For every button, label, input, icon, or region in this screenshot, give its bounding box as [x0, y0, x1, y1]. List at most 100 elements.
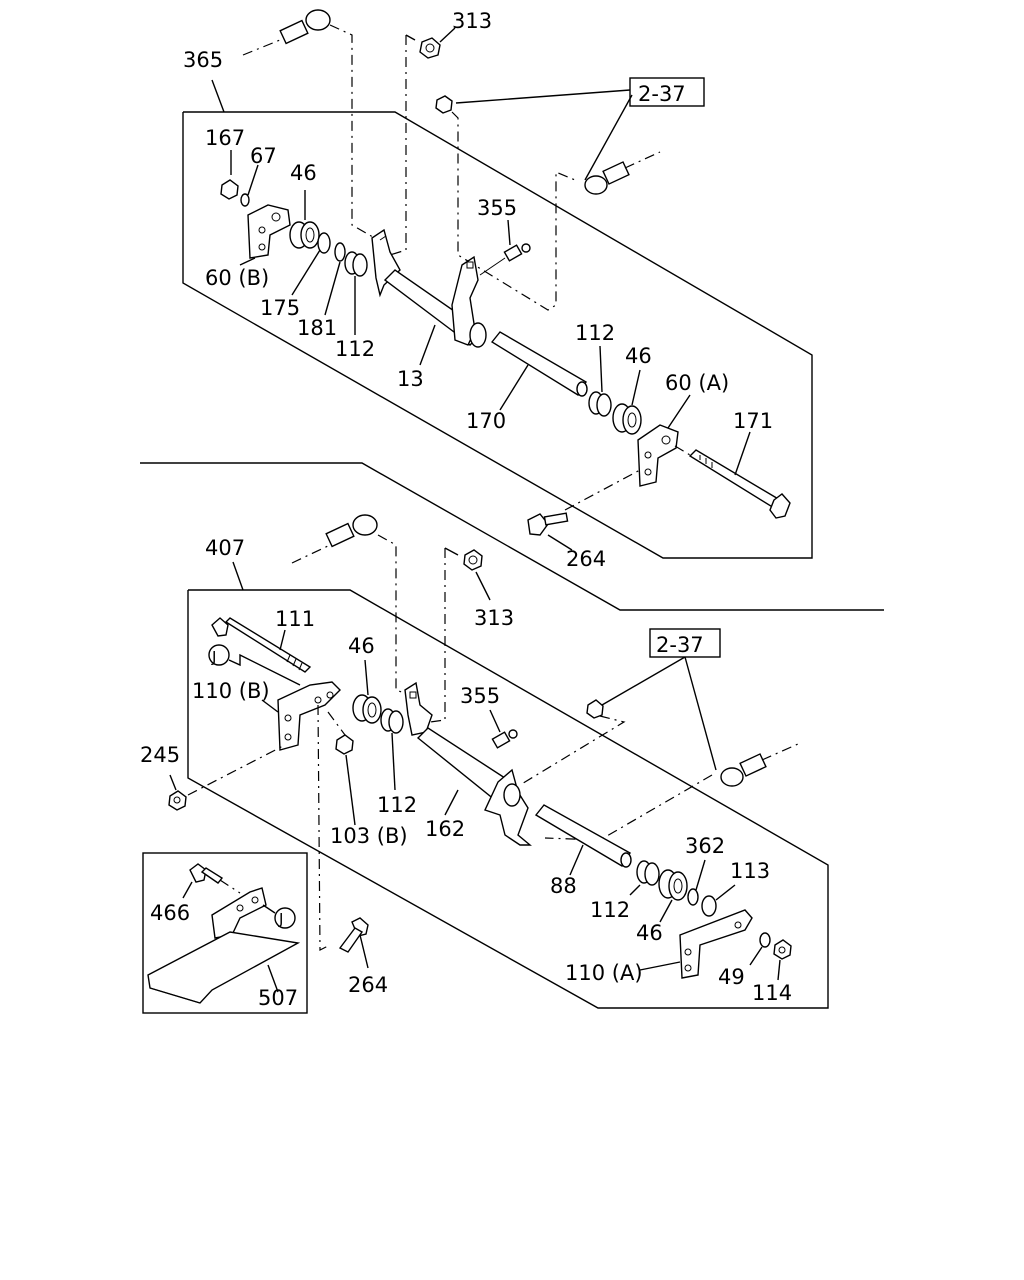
callout-46: 46: [636, 921, 663, 945]
bushing-icon[interactable]: [289, 221, 320, 249]
upper-rod-dash: [451, 111, 576, 311]
bolt-icon[interactable]: [688, 449, 791, 519]
bracket-icon[interactable]: [247, 204, 291, 259]
callout-111: 111: [275, 607, 315, 631]
section-divider: [140, 462, 884, 611]
callout-110a: 110 (A): [565, 961, 643, 985]
callout-110b: 110 (B): [192, 679, 270, 703]
pipe-icon[interactable]: [534, 804, 632, 868]
callout-355: 355: [460, 684, 500, 708]
nut-icon[interactable]: [586, 699, 604, 719]
bracket-icon[interactable]: [637, 424, 679, 487]
callout-264: 264: [566, 547, 606, 571]
ball-joint-icon[interactable]: [242, 9, 331, 56]
callout-171: 171: [733, 409, 773, 433]
grease-nipple-icon[interactable]: [491, 729, 518, 749]
grease-nipple-icon[interactable]: [503, 243, 531, 262]
bolt-icon[interactable]: [189, 863, 224, 884]
ref-2-37-box[interactable]: [629, 77, 705, 107]
bracket-icon[interactable]: [277, 681, 341, 751]
callout-112: 112: [590, 898, 630, 922]
nut-245-dash: [187, 744, 286, 796]
nut-icon[interactable]: [220, 179, 239, 200]
nut-icon[interactable]: [335, 734, 354, 755]
nut-icon[interactable]: [435, 95, 453, 114]
inset-panel: 466 J 507: [142, 852, 308, 1014]
washer-icon[interactable]: [759, 932, 771, 948]
callout-46: 46: [625, 344, 652, 368]
callout-13: 13: [397, 367, 424, 391]
washer-icon[interactable]: [701, 895, 717, 917]
nut-icon[interactable]: [419, 37, 441, 59]
callout-ref-2-37[interactable]: 2-37: [638, 82, 686, 106]
upper-frame-leader: [211, 79, 225, 113]
j-marker-leader: [228, 653, 301, 686]
bolt-icon[interactable]: [211, 617, 312, 673]
callout-112: 112: [575, 321, 615, 345]
nut-313-dash: [389, 35, 407, 256]
pedal-icon[interactable]: [147, 887, 301, 1004]
callout-264: 264: [348, 973, 388, 997]
ball-joint-icon[interactable]: [584, 151, 661, 195]
nut-313-lower-dash: [429, 548, 446, 723]
j-marker: [274, 907, 296, 929]
bushing-icon[interactable]: [588, 391, 612, 417]
callout-175: 175: [260, 296, 300, 320]
nut-icon[interactable]: [463, 549, 483, 571]
lower-rod-dash-a: [519, 715, 626, 786]
callout-j: J: [211, 648, 216, 666]
nut-icon[interactable]: [773, 939, 792, 960]
lower-frame: [187, 589, 829, 1009]
callout-365: 365: [183, 48, 223, 72]
lower-assembly: 407 313 111 J 46 2-37 110 (B) 355 245 11…: [140, 514, 829, 1009]
callout-112: 112: [377, 793, 417, 817]
callout-466: 466: [150, 901, 190, 925]
bushing-icon[interactable]: [352, 694, 382, 724]
ball-joint-icon[interactable]: [720, 743, 799, 787]
callout-103b: 103 (B): [330, 824, 408, 848]
washer-icon[interactable]: [334, 242, 346, 262]
callout-170: 170: [466, 409, 506, 433]
bolt-466-dash: [219, 879, 241, 894]
upper-link-dash: [329, 24, 379, 241]
shaft-icon[interactable]: [404, 681, 532, 846]
callout-46: 46: [348, 634, 375, 658]
bolt-icon[interactable]: [527, 512, 569, 536]
callout-j: J: [278, 910, 283, 928]
callout-162: 162: [425, 817, 465, 841]
washer-icon[interactable]: [317, 232, 331, 254]
callout-355: 355: [477, 196, 517, 220]
nut-icon[interactable]: [168, 790, 187, 811]
bolt-171-dash: [674, 445, 691, 456]
lower-link-dash: [377, 534, 411, 696]
callout-49: 49: [718, 965, 745, 989]
callout-113: 113: [730, 859, 770, 883]
washer-icon[interactable]: [240, 193, 250, 207]
inset-frame: [142, 852, 308, 1014]
callout-ref-2-37[interactable]: 2-37: [656, 633, 704, 657]
lower-rod-dash-b: [544, 774, 713, 841]
bushing-icon[interactable]: [344, 251, 368, 277]
nut-103-dash: [327, 711, 346, 736]
ball-joint-icon[interactable]: [291, 514, 378, 564]
washer-icon[interactable]: [687, 888, 699, 906]
bushing-icon[interactable]: [658, 869, 688, 901]
callout-114: 114: [752, 981, 792, 1005]
lower-frame-leader: [232, 561, 244, 591]
callout-67: 67: [250, 144, 277, 168]
bracket-icon[interactable]: [679, 909, 753, 979]
bolt-264-dash: [564, 469, 641, 511]
callout-407: 407: [205, 536, 245, 560]
bushing-icon[interactable]: [612, 403, 642, 435]
callout-245: 245: [140, 743, 180, 767]
callout-362: 362: [685, 834, 725, 858]
bolt-icon[interactable]: [338, 917, 369, 953]
callout-167: 167: [205, 126, 245, 150]
callout-60b: 60 (B): [205, 266, 269, 290]
bushing-icon[interactable]: [380, 708, 404, 734]
bushing-icon[interactable]: [636, 860, 660, 886]
pipe-icon[interactable]: [490, 331, 588, 397]
callout-181: 181: [297, 316, 337, 340]
shaft-icon[interactable]: [371, 228, 487, 348]
